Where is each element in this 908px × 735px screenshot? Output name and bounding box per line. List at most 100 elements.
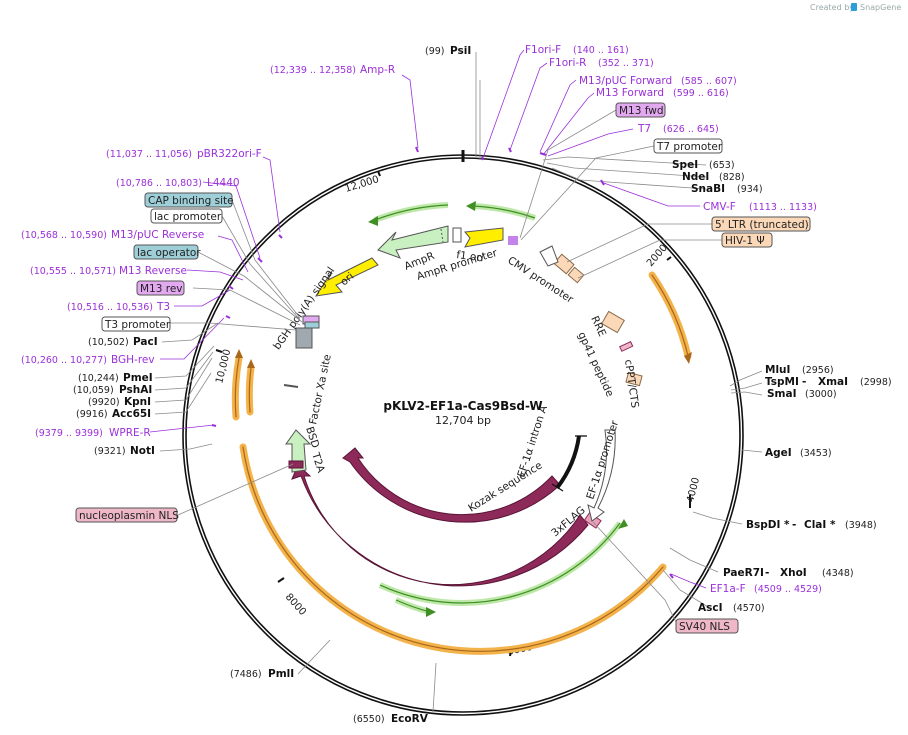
asci-name[interactable]: AscI	[698, 602, 723, 614]
cmv-promoter-arrow	[539, 245, 559, 267]
noti-name[interactable]: NotI	[130, 445, 155, 457]
m13puc-fwd-pos: (585 .. 607)	[681, 76, 737, 87]
psii-name[interactable]: PsiI	[450, 45, 471, 57]
pbr322-name[interactable]: pBR322ori-F	[197, 148, 262, 160]
m13-rev-box[interactable]	[136, 280, 185, 296]
lac-operator-box[interactable]	[133, 244, 199, 260]
feature-leaders	[170, 109, 722, 627]
smai-name[interactable]: SmaI	[767, 388, 797, 400]
m13-fwd-name[interactable]: M13 Forward	[596, 87, 664, 99]
orf-arcs	[231, 271, 692, 655]
bspdi-name[interactable]: BspDI *	[746, 519, 790, 531]
plasmid-name: pKLV2-EF1a-Cas9Bsd-W	[383, 399, 542, 413]
m13-fwd-box-label: M13 fwd	[619, 105, 664, 117]
ampr-arrow	[377, 225, 449, 259]
ecorv-name[interactable]: EcoRV	[391, 713, 429, 725]
f1ori-r-name[interactable]: F1ori-R	[549, 57, 586, 69]
cas9-inner-label: Cas9	[432, 523, 458, 535]
xmai-name[interactable]: XmaI	[818, 376, 848, 388]
bgh-rev-name[interactable]: BGH-rev	[111, 354, 155, 366]
t7-name[interactable]: T7	[637, 123, 651, 135]
m13-rev-label: M13 rev	[140, 283, 183, 295]
m13-rev-name[interactable]: M13 Reverse	[119, 265, 187, 277]
m13puc-fwd-name[interactable]: M13/pUC Forward	[579, 75, 672, 87]
m13puc-rev-pos: (10,568 .. 10,590)	[21, 230, 107, 241]
acc65i-name[interactable]: Acc65I	[112, 408, 151, 420]
nucleoplasmin-nls-label: nucleoplasmin NLS	[79, 510, 179, 522]
hiv-label-box[interactable]	[721, 232, 773, 248]
spei-name[interactable]: SpeI	[672, 159, 698, 171]
green-arrowhead-3	[618, 519, 628, 529]
amp-r-name[interactable]: Amp-R	[360, 64, 395, 76]
ef1a-f-pos: (4509 .. 4529)	[754, 584, 822, 595]
f1ori-f-pos: (140 .. 161)	[573, 45, 629, 56]
paer7i-name[interactable]: PaeR7I	[723, 567, 764, 579]
green-arrowhead-1	[368, 216, 378, 226]
cppt-label: cPPT/CTS	[622, 359, 641, 409]
t3-name[interactable]: T3	[156, 301, 170, 313]
ltr-label: 5' LTR (truncated)	[715, 219, 809, 231]
pmli-pos: (7486)	[230, 669, 262, 680]
mlui-pos: (2956)	[802, 365, 834, 376]
xhoi-name[interactable]: XhoI	[780, 567, 807, 579]
l4440-pos: (10,786 .. 10,803)	[116, 178, 202, 189]
ndei-pos: (828)	[719, 172, 745, 183]
bspdi-pos: (3948)	[845, 520, 877, 531]
tspmi-pos: (2998)	[860, 377, 892, 388]
m13-fwd-box[interactable]	[615, 102, 666, 118]
lac-box	[304, 321, 320, 329]
amp-r-pos: (12,339 .. 12,358)	[270, 65, 356, 76]
lac-operator-label: lac operator	[137, 247, 201, 259]
m13puc-rev-name[interactable]: M13/pUC Reverse	[111, 229, 204, 241]
factor-xa-label: Factor Xa site	[307, 353, 334, 425]
mlui-name[interactable]: MluI	[765, 364, 790, 376]
enzyme-leaders	[154, 52, 763, 713]
primer-ticks	[211, 146, 674, 579]
t3-promoter-label: T3 promoter	[104, 319, 171, 331]
plasmid-size: 12,704 bp	[435, 414, 491, 427]
snapgene-logo-icon	[851, 3, 857, 11]
t7-promoter-box-label: T7 promoter	[656, 141, 723, 153]
f1ori-f-name[interactable]: F1ori-F	[525, 44, 561, 56]
agei-pos: (3453)	[800, 448, 832, 459]
ltr-label-box[interactable]	[711, 216, 811, 232]
pmei-name[interactable]: PmeI	[123, 372, 153, 384]
m13-fwd-pos: (599 .. 616)	[673, 88, 729, 99]
watermark-created-by: Created by	[810, 3, 854, 12]
orf-arrowhead-1	[684, 352, 692, 364]
cas9-outer-arc	[291, 464, 589, 587]
ef1a-f-name[interactable]: EF1a-F	[710, 583, 746, 595]
f1-ori-arrow	[464, 227, 504, 248]
sv40-nls-box[interactable]	[675, 618, 739, 634]
asci-pos: (4570)	[733, 603, 765, 614]
tspmi-name[interactable]: TspMI	[765, 376, 799, 388]
nucleoplasmin-nls-box[interactable]	[75, 507, 178, 523]
psii-pos: (99)	[425, 46, 445, 57]
clai-name[interactable]: ClaI *	[804, 519, 836, 531]
pmli-name[interactable]: PmlI	[268, 668, 294, 680]
tick-4000: 4000	[685, 476, 702, 503]
tick-2000: 2000	[645, 243, 670, 269]
cmv-f-pos: (1113 .. 1133)	[749, 202, 817, 213]
paci-name[interactable]: PacI	[133, 336, 158, 348]
ampr-promoter-box	[452, 227, 462, 243]
pshai-pos: (10,059)	[73, 385, 114, 396]
f1-marker	[508, 236, 518, 245]
ndei-name[interactable]: NdeI	[682, 171, 709, 183]
cap-box[interactable]	[144, 192, 233, 208]
t3-promoter-box[interactable]	[101, 316, 171, 332]
acc65i-pos: (9916)	[76, 409, 108, 420]
cmv-f-name[interactable]: CMV-F	[703, 201, 736, 213]
snabi-name[interactable]: SnaBI	[691, 183, 725, 195]
cap-label: CAP binding site	[148, 195, 234, 207]
cas9-inner-arc	[342, 447, 561, 523]
l4440-name[interactable]: L4440	[207, 177, 240, 189]
pshai-name[interactable]: PshAI	[119, 384, 152, 396]
lac-promoter-box[interactable]	[150, 208, 223, 224]
green-arrowhead-4	[426, 607, 436, 617]
bgh-box	[295, 327, 313, 349]
agei-name[interactable]: AgeI	[765, 447, 792, 459]
t7-promoter-box[interactable]	[653, 138, 723, 154]
kpni-name[interactable]: KpnI	[124, 396, 151, 408]
wpre-r-name[interactable]: WPRE-R	[109, 427, 151, 439]
